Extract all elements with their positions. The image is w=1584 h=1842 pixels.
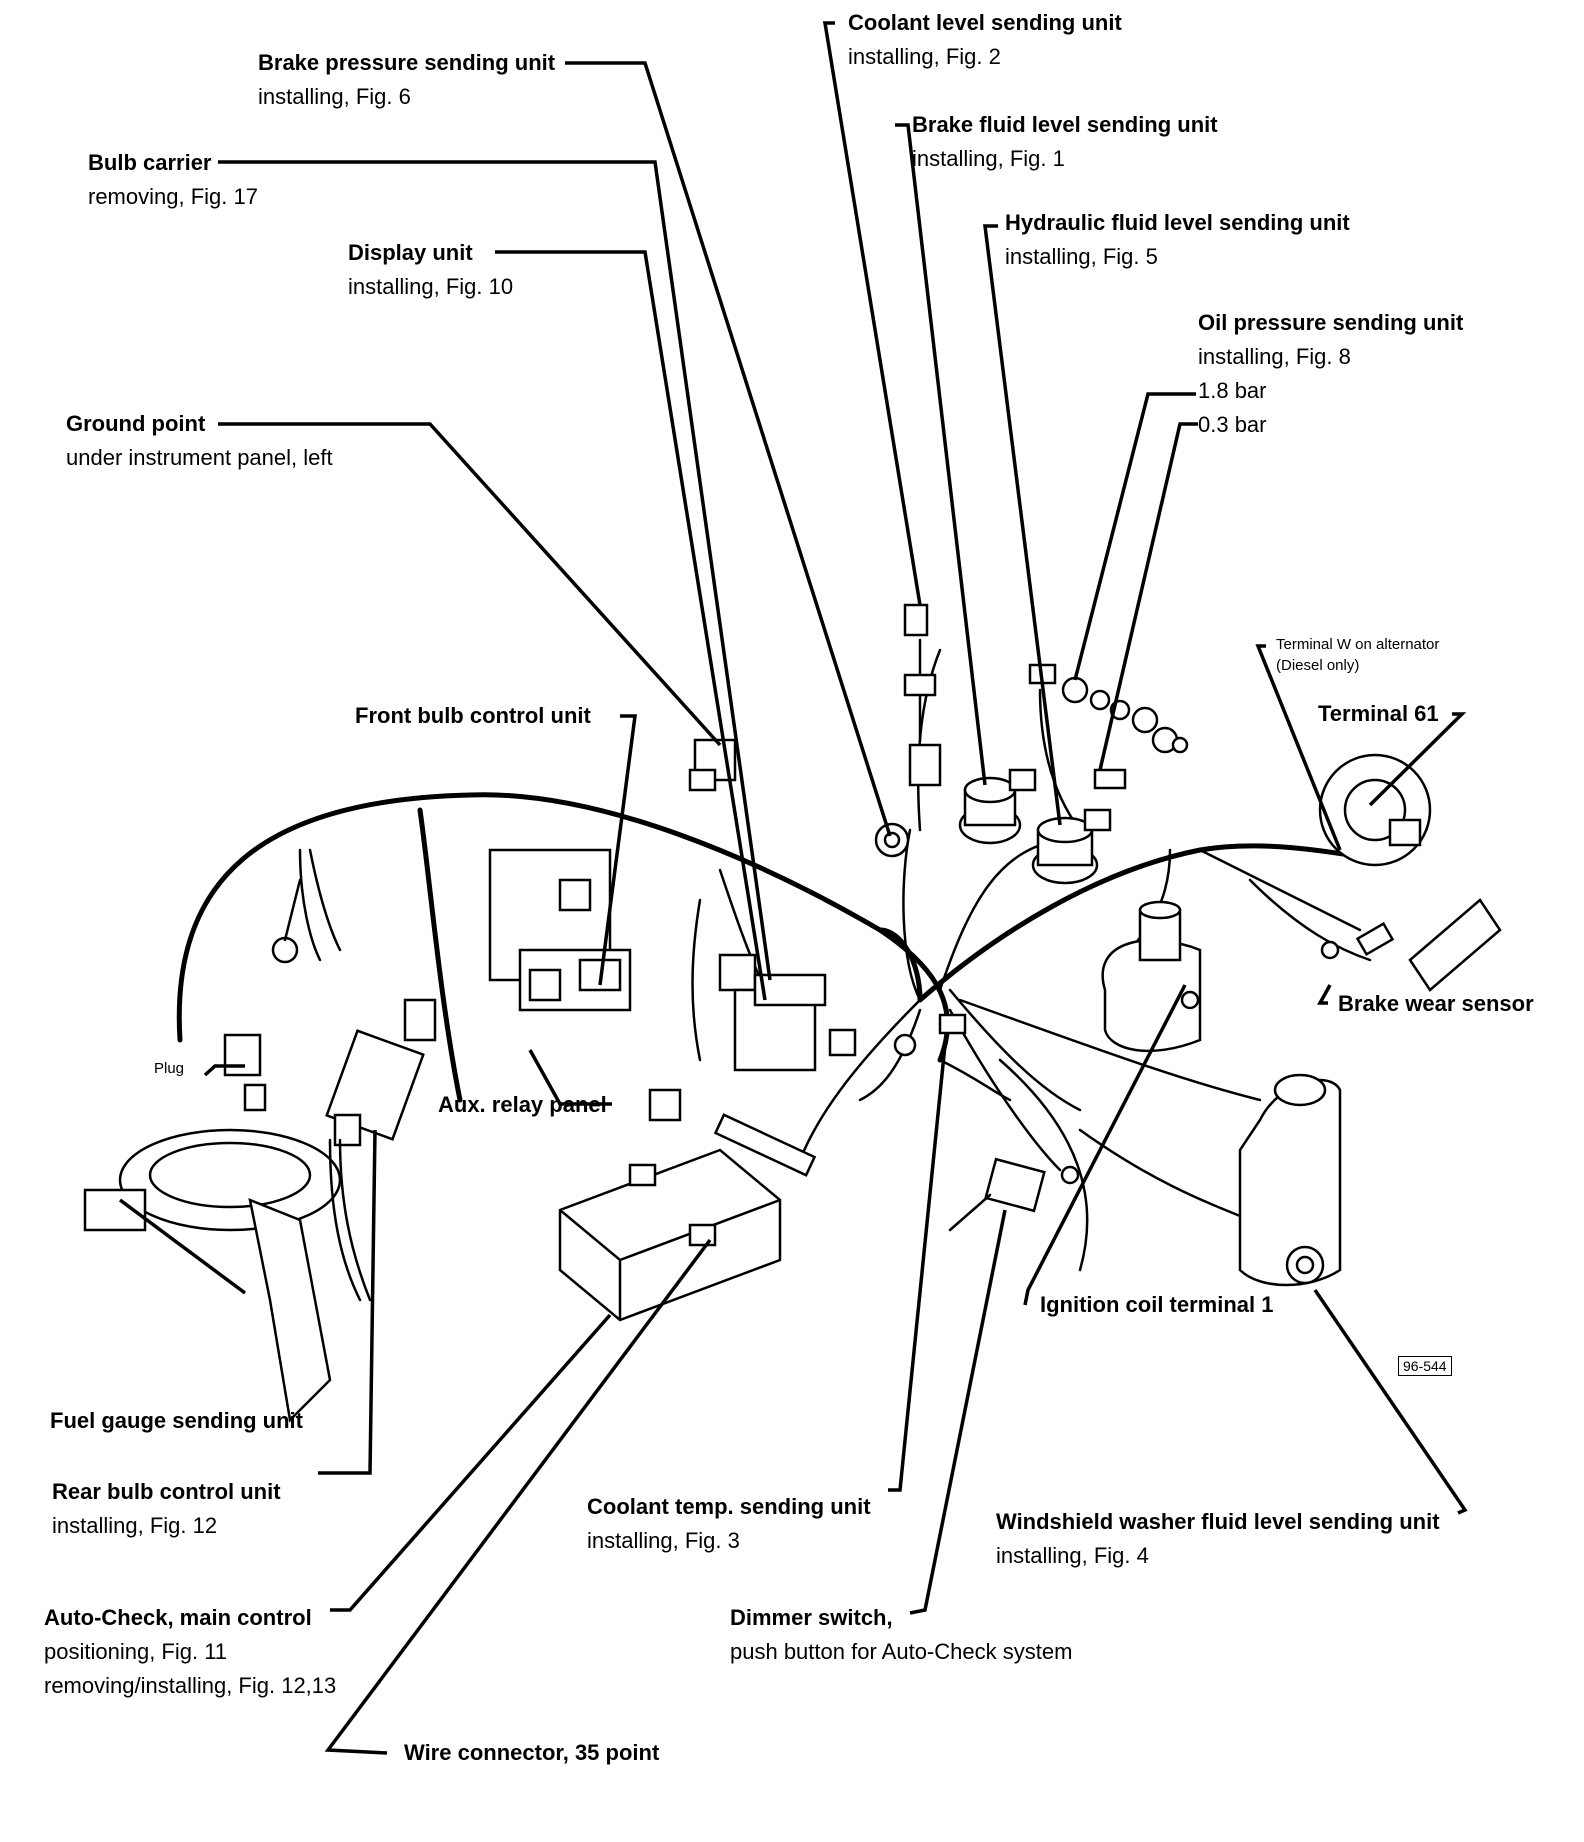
label-rear-bulb: Rear bulb control unit installing, Fig. …: [52, 1475, 281, 1543]
label-line: installing, Fig. 5: [1005, 244, 1158, 269]
label-title: Auto-Check, main control: [44, 1605, 312, 1630]
label-terminal-61: Terminal 61: [1318, 697, 1439, 731]
label-line: under instrument panel, left: [66, 445, 333, 470]
label-title: Coolant level sending unit: [848, 10, 1122, 35]
rear-bulb-control-drawing: [325, 998, 437, 1302]
label-title: Dimmer switch,: [730, 1605, 893, 1630]
aux-relay-panel-drawing: [488, 848, 757, 1122]
label-line: (Diesel only): [1276, 657, 1360, 674]
label-title: Front bulb control unit: [355, 703, 591, 728]
label-plug: Plug: [154, 1058, 184, 1079]
label-line: 0.3 bar: [1198, 412, 1267, 437]
label-line: installing, Fig. 6: [258, 84, 411, 109]
brake-fluid-sender-drawing: [958, 768, 1037, 845]
label-title: Rear bulb control unit: [52, 1479, 281, 1504]
label-title: Windshield washer fluid level sending un…: [996, 1509, 1440, 1534]
label-line: installing, Fig. 2: [848, 44, 1001, 69]
label-line: installing, Fig. 10: [348, 274, 514, 299]
hydraulic-fluid-sender-drawing: [1031, 808, 1112, 885]
label-title: Ignition coil terminal 1: [1040, 1292, 1274, 1317]
coolant-temp-sender-drawing: [893, 1013, 967, 1057]
label-bulb-carrier: Bulb carrier removing, Fig. 17: [88, 146, 258, 214]
label-line: installing, Fig. 12: [52, 1513, 218, 1538]
label-title: Brake fluid level sending unit: [912, 112, 1218, 137]
label-line: installing, Fig. 4: [996, 1543, 1149, 1568]
label-line: removing/installing, Fig. 12,13: [44, 1673, 337, 1698]
label-ground-point: Ground point under instrument panel, lef…: [66, 407, 333, 475]
label-line: installing, Fig. 3: [587, 1528, 740, 1553]
label-line: positioning, Fig. 11: [44, 1639, 228, 1664]
label-terminal-w: Terminal W on alternator (Diesel only): [1276, 634, 1439, 676]
label-washer-fluid: Windshield washer fluid level sending un…: [996, 1505, 1440, 1573]
label-brake-fluid: Brake fluid level sending unit installin…: [912, 108, 1218, 176]
dimmer-switch-drawing: [948, 1157, 1080, 1232]
label-autocheck: Auto-Check, main control positioning, Fi…: [44, 1601, 336, 1703]
label-line: installing, Fig. 8: [1198, 344, 1351, 369]
label-fuel-gauge: Fuel gauge sending unit: [50, 1404, 303, 1438]
washer-reservoir-drawing: [1238, 1073, 1342, 1287]
label-oil-pressure: Oil pressure sending unit installing, Fi…: [1198, 306, 1463, 442]
display-unit-drawing: [733, 973, 857, 1072]
label-coolant-level: Coolant level sending unit installing, F…: [848, 6, 1122, 74]
label-title: Terminal 61: [1318, 701, 1439, 726]
label-aux-relay: Aux. relay panel: [438, 1088, 607, 1122]
label-title: Bulb carrier: [88, 150, 212, 175]
label-front-bulb: Front bulb control unit: [355, 699, 591, 733]
label-brake-wear: Brake wear sensor: [1338, 987, 1534, 1021]
label-title: Wire connector, 35 point: [404, 1740, 660, 1765]
label-title: Aux. relay panel: [438, 1092, 607, 1117]
label-title: Hydraulic fluid level sending unit: [1005, 210, 1350, 235]
label-hydraulic-fluid: Hydraulic fluid level sending unit insta…: [1005, 206, 1350, 274]
label-line: installing, Fig. 1: [912, 146, 1065, 171]
label-line: push button for Auto-Check system: [730, 1639, 1073, 1664]
autocheck-box-drawing: [558, 1113, 817, 1322]
figure-id-tag: 96-544: [1398, 1356, 1452, 1376]
label-line: 1.8 bar: [1198, 378, 1267, 403]
ground-ring-drawing: [271, 878, 302, 964]
label-title: Oil pressure sending unit: [1198, 310, 1464, 335]
label-title: Brake pressure sending unit: [258, 50, 556, 75]
label-title: Display unit: [348, 240, 473, 265]
label-display-unit: Display unit installing, Fig. 10: [348, 236, 513, 304]
front-bulb-control-drawing: [688, 738, 737, 792]
fuel-gauge-sender-drawing: [83, 1033, 342, 1423]
label-dimmer: Dimmer switch, push button for Auto-Chec…: [730, 1601, 1072, 1669]
label-line: Terminal W on alternator: [1276, 636, 1440, 653]
label-ignition-coil: Ignition coil terminal 1: [1040, 1288, 1273, 1322]
brake-wear-sensor-drawing: [1320, 898, 1502, 992]
label-title: Fuel gauge sending unit: [50, 1408, 303, 1433]
ignition-coil-drawing: [1101, 900, 1202, 1053]
label-title: Coolant temp. sending unit: [587, 1494, 871, 1519]
label-title: Brake wear sensor: [1338, 991, 1534, 1016]
coolant-level-sender-drawing: [903, 603, 942, 787]
label-title: Ground point: [66, 411, 206, 436]
label-wire-connector: Wire connector, 35 point: [404, 1736, 659, 1770]
leader-lines: [118, 21, 1468, 1755]
label-coolant-temp: Coolant temp. sending unit installing, F…: [587, 1490, 871, 1558]
alternator-drawing: [1318, 753, 1432, 867]
brake-pressure-sender-drawing: [874, 822, 910, 858]
label-line: removing, Fig. 17: [88, 184, 258, 209]
label-line: Plug: [154, 1060, 185, 1077]
label-brake-pressure: Brake pressure sending unit installing, …: [258, 46, 555, 114]
